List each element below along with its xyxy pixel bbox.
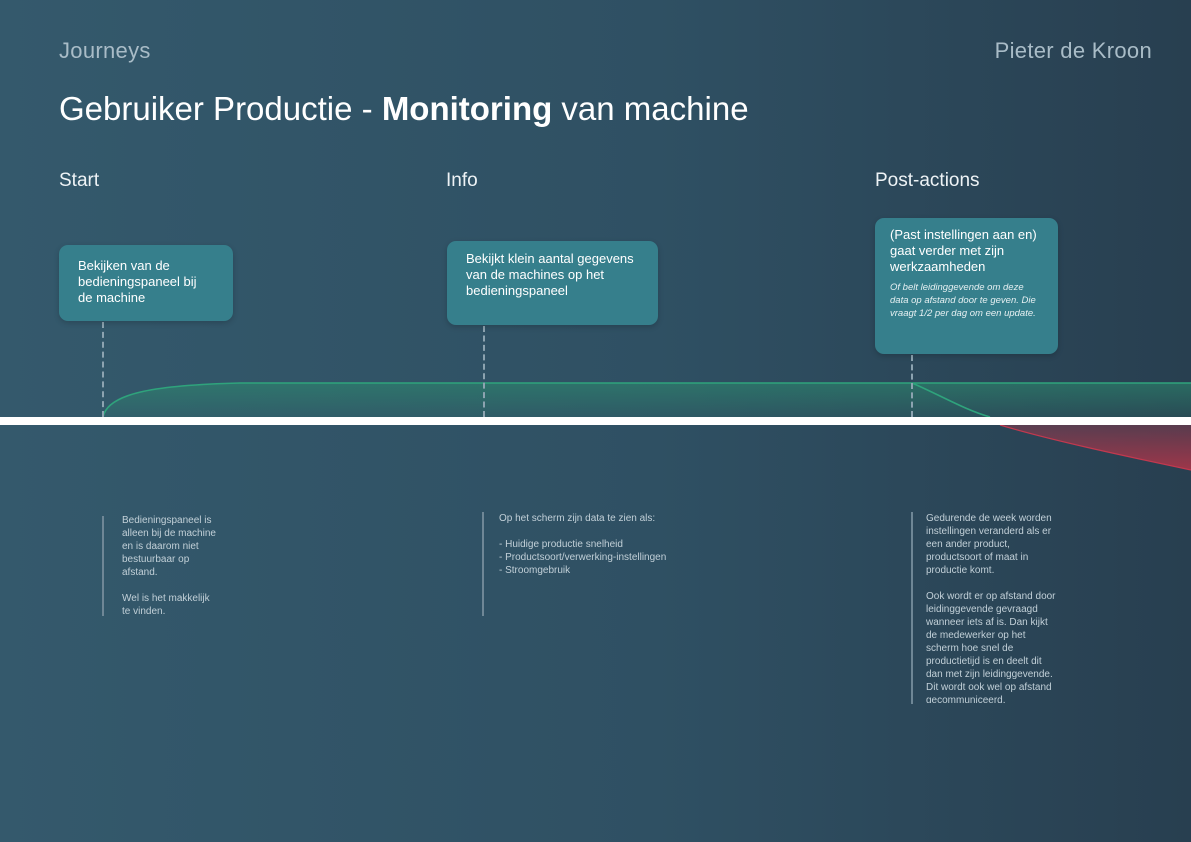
positive-area xyxy=(103,383,1191,417)
note-post-actions: Gedurende de week worden instellingen ve… xyxy=(926,513,1056,703)
step-card-text: Bekijkt klein aantal gegevens van de mac… xyxy=(466,251,634,298)
page-title: Gebruiker Productie - Monitoring van mac… xyxy=(59,90,749,128)
section-label: Journeys xyxy=(59,38,151,63)
phase-start: Start xyxy=(59,170,100,191)
step-card-text: Bekijken van de bedieningspaneel bij de … xyxy=(78,258,197,305)
title-bold: Monitoring xyxy=(381,90,553,127)
decline-line xyxy=(911,382,991,418)
connector-info xyxy=(483,326,485,417)
step-card-post-actions: (Past instellingen aan en) gaat verder m… xyxy=(875,218,1058,354)
author-name: Pieter de Kroon xyxy=(994,38,1152,63)
note-bar-start xyxy=(102,516,104,616)
step-card-start: Bekijken van de bedieningspaneel bij de … xyxy=(59,245,233,321)
note-bar-post-actions xyxy=(911,512,913,704)
phase-post-actions: Post-actions xyxy=(875,170,980,191)
title-prefix: Gebruiker Productie - xyxy=(59,90,382,127)
step-card-subtext: Of belt leidinggevende om deze data op a… xyxy=(890,282,1036,319)
note-bar-info xyxy=(482,512,484,616)
timeline-divider xyxy=(0,417,1191,425)
negative-area xyxy=(1000,425,1191,470)
connector-start xyxy=(102,322,104,417)
phase-info: Info xyxy=(446,170,478,191)
note-info: Op het scherm zijn data te zien als: - H… xyxy=(499,513,667,576)
step-card-info: Bekijkt klein aantal gegevens van de mac… xyxy=(447,241,658,325)
step-card-text: (Past instellingen aan en) gaat verder m… xyxy=(890,227,1037,274)
connector-post-actions xyxy=(911,355,913,417)
negative-line xyxy=(999,424,1191,471)
positive-line xyxy=(102,382,1191,418)
title-suffix: van machine xyxy=(552,90,749,127)
note-start: Bedieningspaneel is alleen bij de machin… xyxy=(122,515,216,617)
